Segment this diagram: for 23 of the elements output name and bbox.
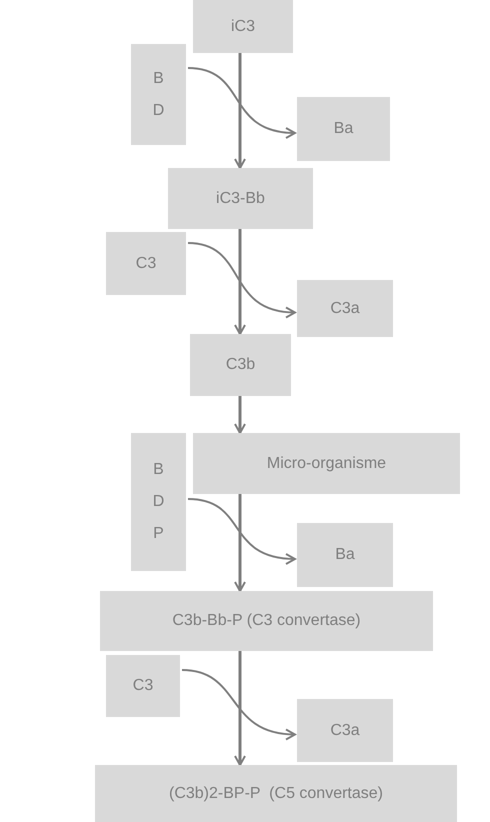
complex-box: (C3b)2-BP-P (C5 convertase) [95, 765, 457, 822]
arrow [188, 67, 296, 138]
arrow [234, 494, 246, 592]
complex-box: iC3 [193, 0, 293, 53]
arrow [182, 669, 296, 740]
input-box: C3 [106, 232, 186, 295]
input-box: C3 [106, 655, 180, 717]
arrow [234, 53, 246, 169]
input-box: B D [131, 44, 186, 145]
complex-box: Micro-organisme [193, 433, 460, 494]
product-box: C3a [297, 280, 393, 337]
complex-box: C3b-Bb-P (C3 convertase) [100, 591, 433, 651]
product-box: Ba [297, 97, 390, 161]
arrow [188, 498, 296, 564]
product-box: C3a [297, 699, 393, 762]
arrow [188, 242, 296, 318]
arrow [234, 396, 246, 434]
complex-box: iC3-Bb [168, 168, 313, 229]
arrow [234, 229, 246, 335]
input-box: B D P [131, 433, 186, 571]
product-box: Ba [297, 523, 393, 587]
complex-box: C3b [190, 334, 291, 396]
arrow [234, 651, 246, 766]
